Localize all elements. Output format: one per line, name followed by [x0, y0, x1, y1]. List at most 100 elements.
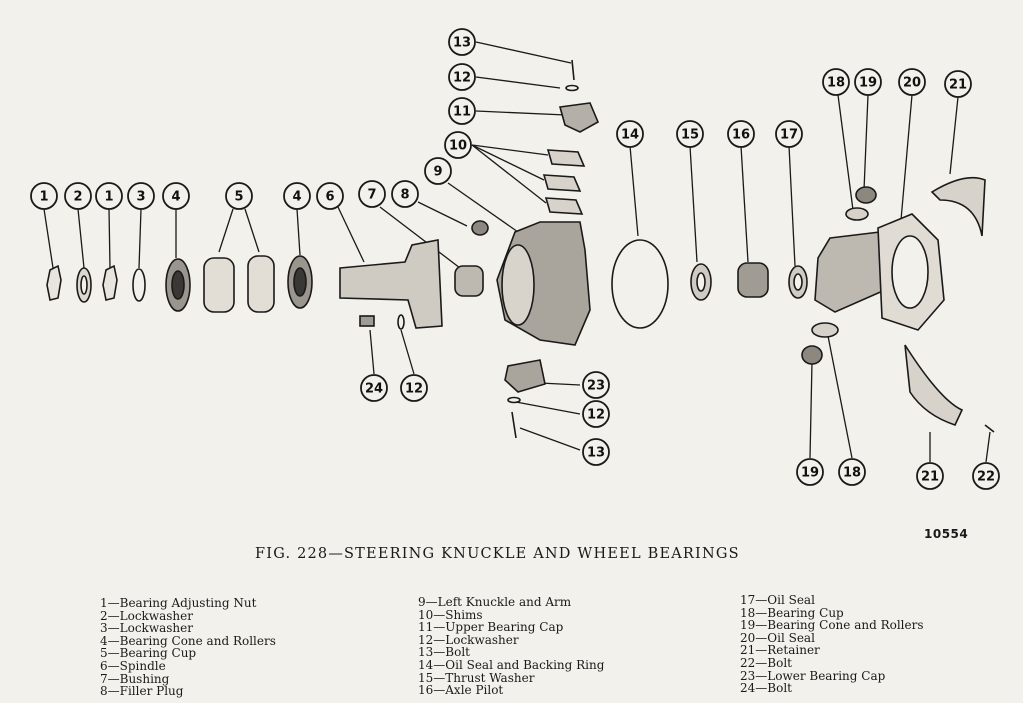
- lockwasher-12-spindle: [397, 314, 405, 330]
- callout-7: 7: [358, 180, 386, 208]
- retainer-upper: [930, 176, 986, 237]
- callout-circle: [727, 120, 755, 148]
- callout-circle: [854, 68, 882, 96]
- bearing-cup-left: [203, 257, 235, 313]
- callout-label: 21: [949, 78, 967, 93]
- shim-3: [544, 197, 584, 215]
- callout-18b: 18: [838, 458, 866, 486]
- callout-14: 14: [616, 120, 644, 148]
- axle-pilot: [737, 262, 769, 298]
- callout-label: 6: [325, 190, 334, 205]
- callout-label: 10: [449, 139, 467, 154]
- callout-label: 19: [859, 76, 877, 91]
- legend-item: 10—Shims: [418, 607, 483, 622]
- legend-item: 20—Oil Seal: [740, 630, 815, 645]
- legend-item: 5—Bearing Cup: [100, 646, 197, 661]
- callout-label: 8: [400, 188, 409, 203]
- filler-plug: [471, 220, 489, 236]
- legend-item: 13—Bolt: [418, 645, 470, 660]
- callout-21b: 21: [916, 462, 944, 490]
- legend-item: 9—Left Knuckle and Arm: [418, 595, 572, 609]
- callout-circle: [775, 120, 803, 148]
- lower-bolt-22: [984, 424, 995, 433]
- callout-label: 12: [587, 408, 605, 423]
- oil-seal-backing-ring: [611, 239, 669, 329]
- callout-label: 18: [843, 466, 861, 481]
- callout-label: 1: [39, 190, 48, 205]
- lower-bearing-cup: [811, 322, 839, 338]
- callout-label: 13: [453, 36, 471, 51]
- callout-circle: [391, 180, 419, 208]
- callout-label: 1: [104, 190, 113, 205]
- callout-label: 18: [827, 76, 845, 91]
- callout-circle: [448, 28, 476, 56]
- callout-circle: [838, 458, 866, 486]
- callout-circle: [916, 462, 944, 490]
- callout-10: 10: [444, 131, 472, 159]
- shim-1: [546, 149, 586, 167]
- legend-item: 19—Bearing Cone and Rollers: [740, 618, 924, 633]
- callout-circle: [796, 458, 824, 486]
- callout-12b: 12: [400, 374, 428, 402]
- legend-item: 1—Bearing Adjusting Nut: [100, 596, 257, 610]
- callout-circle: [283, 182, 311, 210]
- callout-circle: [95, 182, 123, 210]
- lower-bearing-cap: [504, 359, 546, 393]
- legend-item: 3—Lockwasher: [100, 621, 193, 636]
- callout-6: 6: [316, 182, 344, 210]
- legend-column-3: 17—Oil Seal 18—Bearing Cup 19—Bearing Co…: [740, 594, 924, 695]
- callout-8: 8: [391, 180, 419, 208]
- callout-19b: 19: [796, 458, 824, 486]
- callout-label: 4: [171, 190, 180, 205]
- callout-label: 19: [801, 466, 819, 481]
- bolt-24: [359, 315, 375, 327]
- callout-24: 24: [360, 374, 388, 402]
- callout-circle: [616, 120, 644, 148]
- legend-column-2: 9—Left Knuckle and Arm 10—Shims 11—Upper…: [418, 596, 604, 697]
- callout-circle: [162, 182, 190, 210]
- callout-17: 17: [775, 120, 803, 148]
- bearing-adjusting-nut-inner: [102, 264, 118, 301]
- callout-4b: 4: [283, 182, 311, 210]
- callout-20: 20: [898, 68, 926, 96]
- callout-12c: 12: [582, 400, 610, 428]
- callout-19a: 19: [854, 68, 882, 96]
- callout-label: 11: [453, 105, 471, 120]
- callout-circle: [358, 180, 386, 208]
- legend-item: 8—Filler Plug: [100, 684, 184, 699]
- callout-label: 17: [780, 128, 798, 143]
- callout-circle: [944, 70, 972, 98]
- callout-circle: [316, 182, 344, 210]
- callout-circle: [400, 374, 428, 402]
- callout-15: 15: [676, 120, 704, 148]
- legend-item: 21—Retainer: [740, 643, 820, 658]
- bearing-cup-right: [247, 255, 275, 313]
- legend-item: 11—Upper Bearing Cap: [418, 620, 564, 635]
- callout-label: 15: [681, 128, 699, 143]
- callout-circle: [424, 157, 452, 185]
- parts-line-art: [46, 59, 995, 439]
- callout-label: 12: [453, 71, 471, 86]
- legend-item: 17—Oil Seal: [740, 593, 815, 607]
- callout-label: 22: [977, 470, 995, 485]
- legend-item: 6—Spindle: [100, 658, 166, 673]
- callout-circle: [676, 120, 704, 148]
- callout-3: 3: [127, 182, 155, 210]
- callout-label: 4: [292, 190, 301, 205]
- upper-bearing-cone: [855, 186, 877, 204]
- callout-circle: [448, 63, 476, 91]
- legend-item: 7—Bushing: [100, 671, 170, 686]
- spindle: [339, 239, 443, 329]
- callout-12a: 12: [448, 63, 476, 91]
- callout-1a: 1: [30, 182, 58, 210]
- callout-22: 22: [972, 462, 1000, 490]
- callout-11: 11: [448, 97, 476, 125]
- callout-label: 16: [732, 128, 750, 143]
- callout-16: 16: [727, 120, 755, 148]
- retainer-lower: [904, 344, 964, 426]
- callout-2: 2: [64, 182, 92, 210]
- bushing: [454, 265, 484, 297]
- legend-item: 4—Bearing Cone and Rollers: [100, 633, 276, 648]
